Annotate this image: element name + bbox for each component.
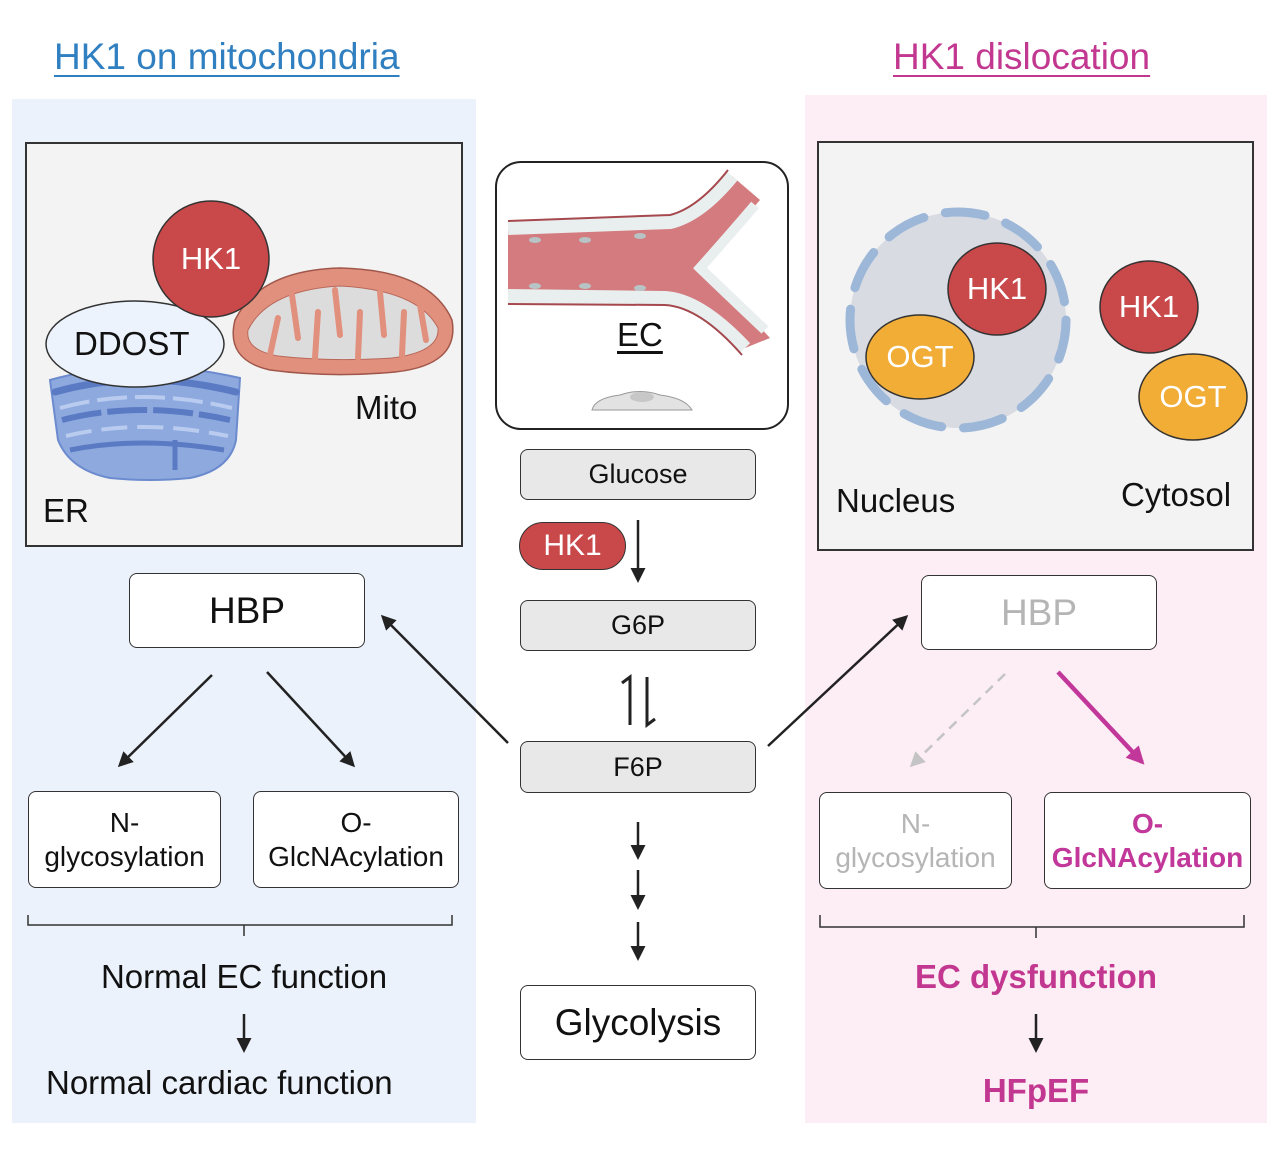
g6p-box: G6P [520, 600, 756, 651]
hk1-enzyme-pill: HK1 [519, 522, 626, 570]
hbp-box-right: HBP [921, 575, 1157, 650]
ec-dysfunction-label: EC dysfunction [914, 958, 1157, 995]
title-hk1-dislocation: HK1 dislocation [893, 36, 1151, 77]
o-glcnac-line1: O- [340, 806, 372, 838]
ogt-label-cytosol: OGT [1159, 379, 1227, 414]
o-glcnac-line1-right: O- [1131, 807, 1164, 839]
n-glyco-line1: N- [109, 806, 140, 838]
o-glcnac-line2-right: GlcNAcylation [1051, 841, 1244, 873]
n-glyco-line2: glycosylation [44, 840, 205, 872]
n-glyco-line2-right: glycosylation [835, 841, 996, 873]
o-glcnacylation-box-left: O- GlcNAcylation [253, 791, 459, 888]
endothelial-cell-frame [495, 161, 789, 430]
ec-label: EC [617, 316, 663, 353]
er-label: ER [43, 492, 89, 529]
hbp-box-left: HBP [129, 573, 365, 648]
ogt-label-nucleus: OGT [886, 339, 954, 374]
n-glyco-line1-right: N- [900, 807, 931, 839]
hfpef-label: HFpEF [982, 1072, 1090, 1109]
hk1-label-nucleus: HK1 [966, 271, 1028, 306]
equilibrium-arrow [621, 674, 656, 728]
title-hk1-on-mitochondria: HK1 on mitochondria [54, 36, 400, 77]
hk1-label-cytosol: HK1 [1118, 289, 1180, 324]
f6p-box: F6P [520, 741, 756, 793]
hk1-label-left: HK1 [180, 241, 242, 276]
o-glcnacylation-box-right: O- GlcNAcylation [1044, 792, 1251, 889]
normal-cardiac-function-label: Normal cardiac function [46, 1064, 393, 1101]
glucose-box: Glucose [520, 449, 756, 500]
normal-ec-function-label: Normal EC function [100, 958, 388, 995]
o-glcnac-line2: GlcNAcylation [268, 840, 444, 872]
nucleus-label: Nucleus [836, 482, 956, 519]
cytosol-label: Cytosol [1121, 476, 1232, 513]
n-glycosylation-box-right: N- glycosylation [819, 792, 1012, 889]
ddost-label: DDOST [74, 325, 190, 362]
mito-label: Mito [355, 389, 418, 426]
glycolysis-box: Glycolysis [520, 985, 756, 1060]
n-glycosylation-box-left: N- glycosylation [28, 791, 221, 888]
